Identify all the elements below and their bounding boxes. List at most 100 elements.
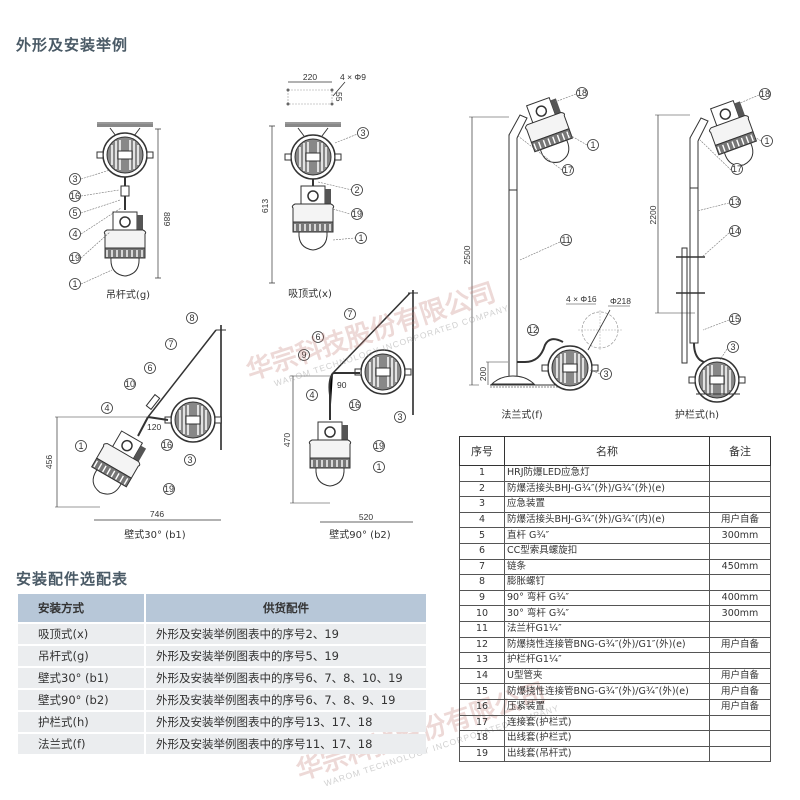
accessories-header-row: 安装方式 供货配件 [18,594,426,622]
dim-wall30-height: 456 [44,455,54,469]
install-method: 吸顶式(x) [18,624,144,644]
svg-text:19: 19 [374,441,384,451]
part-name: 90° 弯杆 G¾″ [504,589,710,607]
part-name: 防爆活接头BHJ-G¾″(外)/G¾″(外)(e) [504,480,710,498]
part-name: U型管夹 [504,667,710,685]
svg-text:14: 14 [730,226,740,236]
header-install-method: 安装方式 [18,594,144,622]
part-name: 链条 [504,558,710,576]
install-method: 壁式90° (b2) [18,690,144,710]
install-method: 法兰式(f) [18,734,144,754]
install-method: 吊杆式(g) [18,646,144,666]
dim-flange-height: 2500 [462,245,472,264]
supplied-parts: 外形及安装举例图表中的序号11、17、18 [146,734,426,754]
dim-wall90-height: 470 [282,433,292,447]
part-number: 18 [459,730,505,747]
part-number: 12 [459,636,505,654]
svg-text:16: 16 [162,440,172,450]
dim-ceiling-height: 613 [260,199,270,213]
header-name: 名称 [504,436,710,466]
table-row: 壁式30° (b1)外形及安装举例图表中的序号6、7、8、10、19 [18,668,426,688]
svg-text:19: 19 [352,209,362,219]
callouts-wall90: 7 6 9 4 16 3 19 1 [298,308,406,473]
drawing-pendant: 889 3 16 5 4 19 1 吊杆式(g) [69,122,172,301]
table-row: 吸顶式(x)外形及安装举例图表中的序号2、19 [18,624,426,644]
part-number: 16 [459,698,505,716]
caption-ceiling: 吸顶式(x) [288,287,332,300]
part-name: 出线套(吊杆式) [504,745,710,763]
svg-text:3: 3 [187,455,192,465]
callouts-flange: 18 1 17 11 12 3 [527,87,612,380]
caption-wall90: 壁式90° (b2) [329,528,391,541]
supplied-parts: 外形及安装举例图表中的序号13、17、18 [146,712,426,732]
part-name: 防爆活接头BHJ-G¾″(外)/G¾″(内)(e) [504,511,710,529]
svg-text:16: 16 [70,191,80,201]
caption-flange: 法兰式(f) [501,408,542,421]
install-method: 护栏式(h) [18,712,144,732]
svg-text:3: 3 [730,342,735,352]
svg-text:3: 3 [397,412,402,422]
table-row: 法兰式(f)外形及安装举例图表中的序号11、17、18 [18,734,426,754]
svg-text:3: 3 [72,174,77,184]
part-remark: 450mm [709,558,771,576]
part-remark [709,714,771,732]
part-number: 4 [459,511,505,529]
part-remark: 400mm [709,589,771,607]
svg-text:15: 15 [730,314,740,324]
caption-pendant: 吊杆式(g) [106,288,150,301]
svg-text:17: 17 [732,164,742,174]
svg-text:7: 7 [347,309,352,319]
part-number: 10 [459,605,505,622]
callouts-guardrail: 18 1 17 13 14 15 3 [727,88,773,353]
accessories-table: 安装方式 供货配件 吸顶式(x)外形及安装举例图表中的序号2、19 吊杆式(g)… [16,592,428,756]
svg-text:13: 13 [730,197,740,207]
section-title-outline: 外形及安装举例 [16,36,129,54]
part-remark: 300mm [709,527,771,544]
part-number: 2 [459,480,505,498]
angle-wall90: 90 [337,380,347,390]
caption-wall30: 壁式30° (b1) [124,528,186,541]
header-seq-no: 序号 [459,436,505,466]
dim-ceiling-holes: 4 × Φ9 [340,72,366,82]
part-remark [709,480,771,498]
drawing-ceiling: 220 4 × Φ9 55 613 3 2 19 1 吸顶式(x) [260,72,369,300]
part-number: 1 [459,465,505,482]
table-row: 吊杆式(g)外形及安装举例图表中的序号5、19 [18,646,426,666]
part-name: 防爆挠性连接管BNG-G¾″(外)/G¾″(外)(e) [504,683,710,700]
caption-guardrail: 护栏式(h) [675,408,719,421]
dim-flange-circle: Φ218 [610,296,631,306]
part-name: 护栏杆G1¼″ [504,652,710,669]
part-number: 14 [459,667,505,685]
svg-text:19: 19 [70,253,80,263]
table-row: 护栏式(h)外形及安装举例图表中的序号13、17、18 [18,712,426,732]
part-number: 7 [459,558,505,576]
svg-text:9: 9 [301,350,306,360]
table-row: 壁式90° (b2)外形及安装举例图表中的序号6、7、8、9、19 [18,690,426,710]
part-number: 8 [459,574,505,591]
callouts-pendant: 3 16 5 4 19 1 [69,173,81,290]
part-number: 11 [459,620,505,638]
part-remark [709,620,771,638]
part-number: 15 [459,683,505,700]
svg-text:10: 10 [125,379,135,389]
part-number: 9 [459,589,505,607]
part-remark [709,496,771,513]
part-name: 连接套(护栏式) [504,714,710,732]
dim-guardrail-height: 2200 [648,205,658,224]
part-name: 30° 弯杆 G¾″ [504,605,710,622]
svg-text:12: 12 [528,325,538,335]
part-name: 防爆挠性连接管BNG-G¾″(外)/G1″(外)(e) [504,636,710,654]
